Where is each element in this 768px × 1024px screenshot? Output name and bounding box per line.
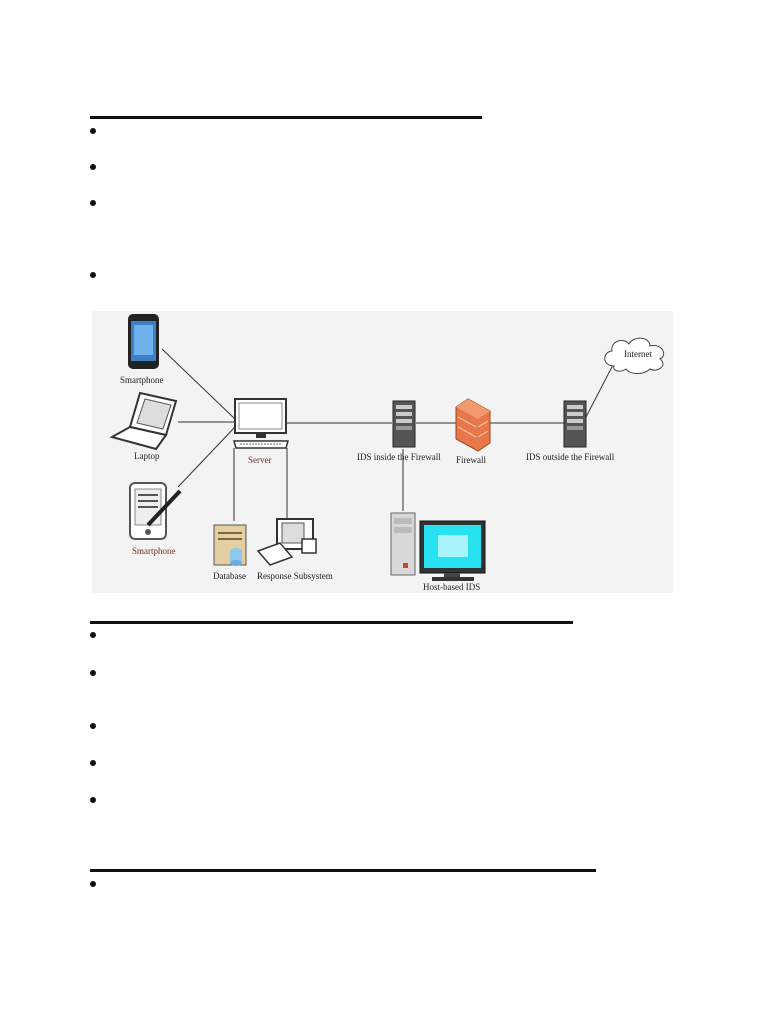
ids-inside-label: IDS inside the Firewall — [357, 452, 441, 462]
server-icon — [233, 398, 289, 449]
bullet — [90, 272, 96, 278]
bullet — [90, 164, 96, 170]
section-1-rule — [90, 116, 482, 119]
section-2-rule — [90, 621, 573, 624]
network-ids-diagram: Smartphone Laptop Smartphone Server — [92, 311, 673, 593]
bullet — [90, 881, 96, 887]
ids-inside-server-icon — [392, 400, 416, 448]
ids-outside-server-icon — [563, 400, 587, 448]
bullet — [90, 670, 96, 676]
section-3-rule — [90, 869, 596, 872]
response-subsystem-label: Response Subsystem — [257, 571, 333, 581]
firewall-label: Firewall — [456, 455, 486, 465]
tablet-stylus-icon — [129, 482, 182, 540]
internet-cloud-icon — [604, 337, 665, 374]
bullet — [90, 723, 96, 729]
database-label: Database — [213, 571, 246, 581]
smartphone-top-label: Smartphone — [120, 375, 164, 385]
ids-outside-label: IDS outside the Firewall — [526, 452, 615, 462]
host-based-ids-monitor-icon — [419, 520, 486, 581]
bullet — [90, 200, 96, 206]
smartphone-bottom-label: Smartphone — [132, 546, 176, 556]
bullet — [90, 128, 96, 134]
host-based-ids-tower-icon — [390, 512, 416, 576]
server-label: Server — [248, 455, 272, 465]
database-icon — [213, 524, 247, 566]
laptop-label: Laptop — [134, 451, 160, 461]
host-based-ids-label: Host-based IDS — [423, 582, 480, 592]
internet-label: Internet — [624, 349, 652, 359]
bullet — [90, 797, 96, 803]
firewall-icon — [455, 398, 491, 452]
smartphone-icon — [128, 314, 159, 369]
bullet — [90, 760, 96, 766]
laptop-icon — [109, 391, 178, 451]
bullet — [90, 632, 96, 638]
connection-lines — [161, 348, 615, 521]
response-subsystem-icon — [256, 518, 317, 566]
